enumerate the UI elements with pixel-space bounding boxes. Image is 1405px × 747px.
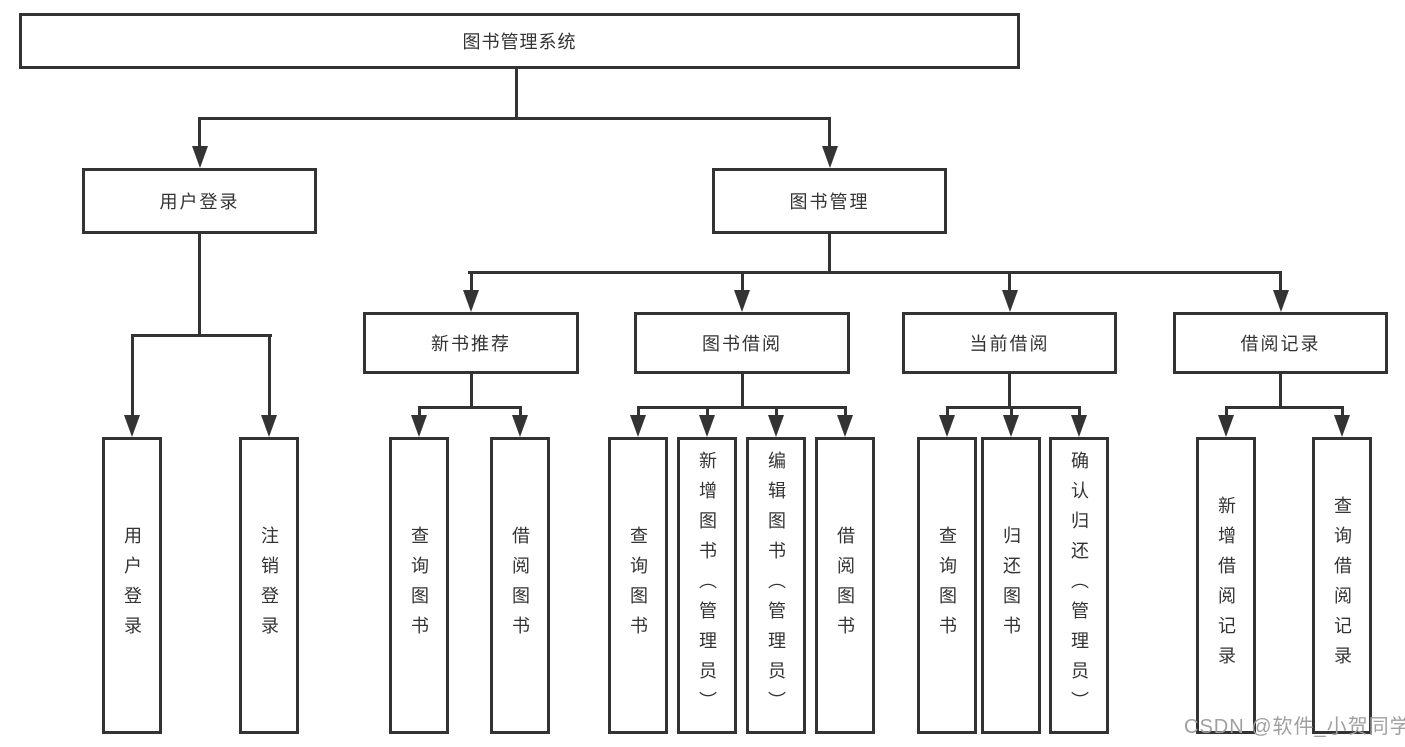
connector-line — [518, 406, 522, 415]
arrow-down-icon — [1001, 290, 1018, 312]
leaf-label: 借阅图书 — [510, 525, 530, 646]
connector-line — [1340, 406, 1344, 415]
arrow-down-icon — [191, 146, 208, 168]
leaf-label: 归还图书 — [1001, 525, 1021, 646]
connector-line — [130, 334, 134, 415]
leaf-label: 新增借阅记录 — [1216, 495, 1236, 676]
arrow-down-icon — [1272, 290, 1289, 312]
connector-line — [705, 406, 709, 415]
connector-line — [130, 334, 272, 337]
leaf-label: 查询图书 — [937, 525, 957, 646]
connector-line — [740, 374, 744, 409]
leaf-label: 编辑图书（管理员） — [766, 450, 786, 721]
leaf-borrow-book-borrowing: 借阅图书 — [815, 437, 875, 734]
leaf-logout: 注销登录 — [239, 437, 299, 734]
node-borrowing-records: 借阅记录 — [1173, 312, 1388, 374]
arrow-down-icon — [837, 415, 853, 437]
arrow-down-icon — [768, 415, 784, 437]
connector-line — [417, 406, 522, 409]
connector-line — [468, 271, 1282, 274]
connector-line — [1224, 406, 1228, 415]
leaf-query-books-borrowing: 查询图书 — [608, 437, 668, 734]
node-current-borrowing: 当前借阅 — [902, 312, 1117, 374]
connector-line — [843, 406, 847, 415]
leaf-query-borrow-record: 查询借阅记录 — [1312, 437, 1372, 734]
arrow-down-icon — [1071, 415, 1087, 437]
connector-line — [198, 234, 201, 337]
arrow-down-icon — [630, 415, 646, 437]
connector-line — [740, 271, 744, 290]
leaf-query-books-current: 查询图书 — [917, 437, 977, 734]
node-label: 当前借阅 — [969, 334, 1050, 354]
node-label: 图书管理系统 — [462, 32, 577, 52]
node-label: 图书借阅 — [702, 334, 782, 354]
arrow-down-icon — [699, 415, 715, 437]
connector-line — [1279, 374, 1282, 409]
node-label: 用户登录 — [159, 192, 240, 212]
leaf-label: 查询图书 — [628, 525, 648, 646]
connector-line — [828, 234, 831, 274]
connector-line — [945, 406, 949, 415]
leaf-label: 确认归还（管理员） — [1069, 450, 1089, 721]
connector-line — [1077, 406, 1081, 415]
leaf-borrow-book-recommend: 借阅图书 — [490, 437, 550, 734]
leaf-user-login: 用户登录 — [102, 437, 162, 734]
node-user-login: 用户登录 — [82, 168, 317, 234]
connector-line — [1009, 406, 1013, 415]
leaf-label: 查询借阅记录 — [1332, 495, 1352, 676]
connector-line — [945, 406, 1081, 409]
arrow-down-icon — [124, 415, 140, 437]
node-label: 图书管理 — [789, 192, 870, 212]
connector-line — [198, 117, 831, 120]
connector-line — [774, 406, 778, 415]
arrow-down-icon — [411, 415, 427, 437]
leaf-label: 用户登录 — [122, 525, 142, 646]
connector-line — [515, 68, 518, 120]
connector-line — [1224, 406, 1344, 409]
arrow-down-icon — [734, 290, 750, 312]
leaf-label: 新增图书（管理员） — [697, 450, 717, 721]
arrow-down-icon — [512, 415, 528, 437]
connector-line — [828, 117, 831, 147]
arrow-down-icon — [821, 146, 838, 168]
node-book-borrowing: 图书借阅 — [634, 312, 850, 374]
connector-line — [1279, 271, 1282, 290]
node-library-management-system: 图书管理系统 — [19, 13, 1020, 69]
leaf-edit-book-admin: 编辑图书（管理员） — [746, 437, 806, 734]
connector-line — [267, 334, 271, 415]
connector-line — [636, 406, 640, 415]
leaf-label: 查询图书 — [409, 525, 429, 646]
arrow-down-icon — [1218, 415, 1234, 437]
connector-line — [1008, 271, 1011, 290]
arrow-down-icon — [1003, 415, 1019, 437]
connector-line — [469, 271, 473, 290]
node-new-book-recommendation: 新书推荐 — [363, 312, 579, 374]
arrow-down-icon — [939, 415, 955, 437]
leaf-label: 注销登录 — [259, 525, 279, 646]
leaf-label: 借阅图书 — [835, 525, 855, 646]
leaf-add-book-admin: 新增图书（管理员） — [677, 437, 737, 734]
leaf-query-books-recommend: 查询图书 — [389, 437, 449, 734]
node-label: 新书推荐 — [431, 334, 511, 354]
node-label: 借阅记录 — [1240, 334, 1321, 354]
arrow-down-icon — [463, 290, 479, 312]
node-book-management: 图书管理 — [712, 168, 947, 234]
connector-line — [417, 406, 421, 415]
arrow-down-icon — [261, 415, 277, 437]
connector-line — [1008, 374, 1011, 409]
connector-line — [469, 374, 473, 409]
leaf-return-book: 归还图书 — [981, 437, 1041, 734]
leaf-add-borrow-record: 新增借阅记录 — [1196, 437, 1256, 734]
csdn-watermark: CSDN @软件_小贺同学 — [1184, 716, 1405, 738]
connector-line — [198, 117, 201, 147]
connector-line — [636, 406, 847, 409]
arrow-down-icon — [1334, 415, 1350, 437]
leaf-confirm-return-admin: 确认归还（管理员） — [1049, 437, 1109, 734]
